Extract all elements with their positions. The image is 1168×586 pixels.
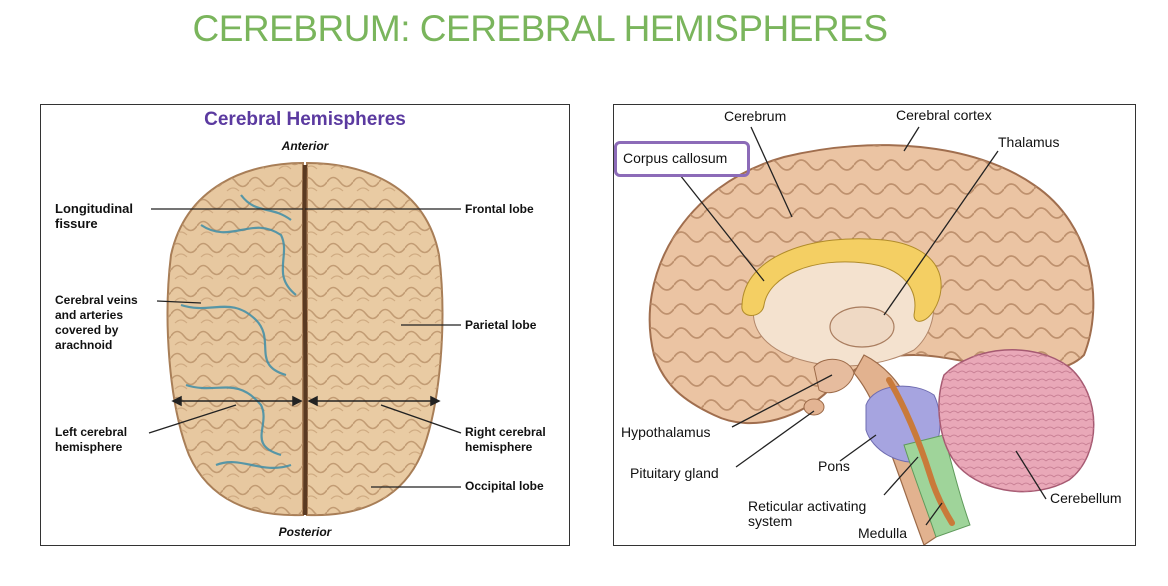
fissure-line: [302, 164, 308, 516]
cerebral-cortex-label: Cerebral cortex: [896, 107, 992, 123]
cerebellum-label: Cerebellum: [1050, 490, 1122, 506]
left-hemisphere-label: Left cerebral hemisphere: [55, 425, 128, 454]
pons-label: Pons: [818, 458, 850, 474]
medulla-label: Medulla: [858, 525, 908, 541]
medulla-shape: [903, 434, 971, 538]
corpus-callosum-highlight-box: [614, 141, 750, 177]
pituitary-gland-label: Pituitary gland: [630, 465, 719, 481]
sagittal-view-figure: Cerebrum Cerebral cortex Corpus callosum…: [613, 104, 1136, 546]
vein-lines: [180, 194, 297, 469]
frontal-lobe-label: Frontal lobe: [465, 202, 534, 216]
slide-title: CEREBRUM: CEREBRAL HEMISPHERES: [192, 8, 889, 49]
cerebral-veins-label: Cerebral veins and arteries covered by a…: [55, 293, 138, 352]
anterior-label: Anterior: [281, 139, 329, 153]
longitudinal-fissure-label: Longitudinal fissure: [55, 201, 133, 231]
right-hemisphere-label: Right cerebral hemisphere: [465, 425, 546, 454]
corpus-callosum-shape: [741, 238, 942, 322]
hypothalamus-label: Hypothalamus: [621, 424, 711, 440]
reticular-activating-system-label: Reticular activating system: [748, 498, 867, 529]
corpus-callosum-label: Corpus callosum: [623, 150, 728, 166]
cerebrum-label: Cerebrum: [724, 108, 787, 124]
superior-view-figure: Cerebral Hemispheres Anterior Posterior …: [40, 104, 570, 546]
thalamus-shape: [829, 306, 895, 348]
sagittal-brain-illustration: [648, 126, 1095, 545]
pituitary-shape: [803, 398, 825, 416]
figure-title: Cerebral Hemispheres: [204, 109, 406, 130]
reticular-system-shape: [886, 377, 955, 526]
occipital-lobe-label: Occipital lobe: [465, 479, 544, 493]
superior-brain-illustration: [148, 161, 462, 517]
thalamus-label: Thalamus: [998, 134, 1060, 150]
parietal-lobe-label: Parietal lobe: [465, 318, 537, 332]
posterior-label: Posterior: [278, 525, 332, 539]
